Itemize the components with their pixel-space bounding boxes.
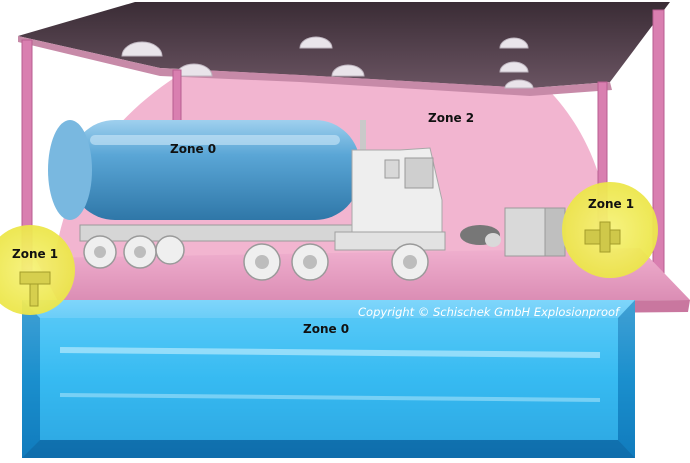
underground-pit: [22, 300, 635, 458]
pump-unit: [460, 207, 566, 257]
valve-left: [19, 271, 51, 307]
label-zone2: Zone 2: [428, 111, 474, 125]
label-zone1-right: Zone 1: [588, 197, 634, 211]
platform-top: [35, 248, 690, 305]
canopy-roof-edge: [18, 36, 612, 96]
label-zone0-pit: Zone 0: [303, 322, 349, 336]
label-zone1-left: Zone 1: [12, 247, 58, 261]
valve-right: [584, 221, 621, 253]
label-zone0-tank: Zone 0: [170, 142, 216, 156]
copyright-text: Copyright © Schischek GmbH Explosionproo…: [358, 305, 621, 319]
zone1-left-area: [0, 225, 75, 315]
ceiling-lamps: [121, 36, 534, 89]
tanker-truck: [48, 120, 446, 281]
